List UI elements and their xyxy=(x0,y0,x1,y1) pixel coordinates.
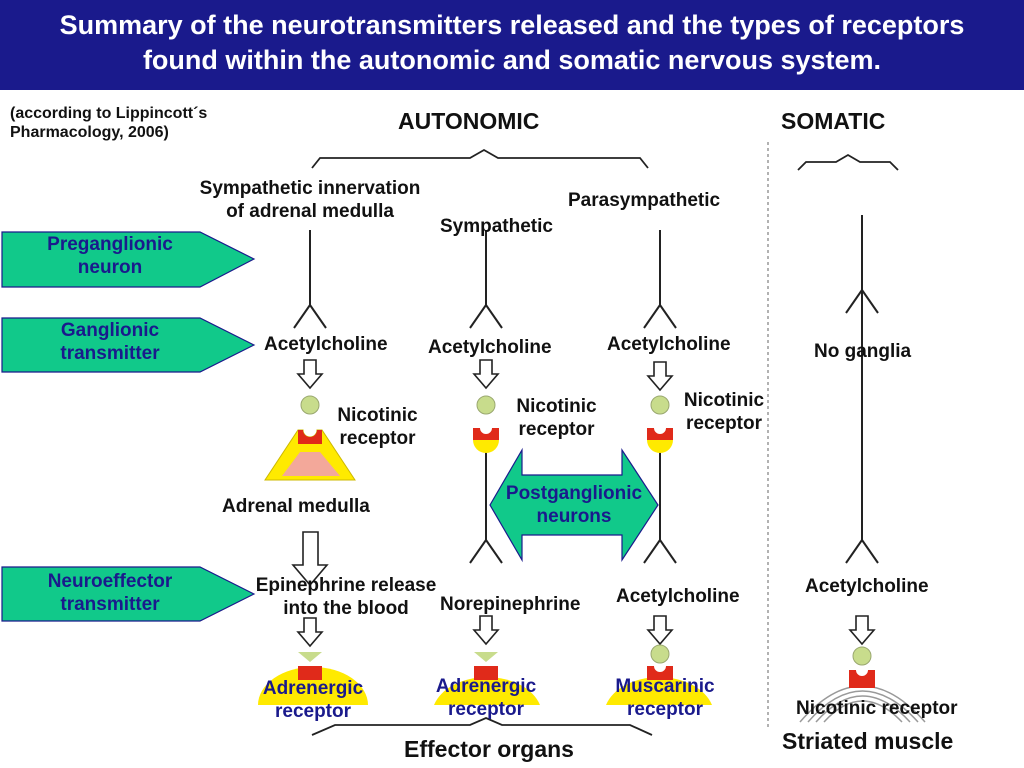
postganglionic-label: Postganglionic neurons xyxy=(494,483,654,529)
sympathetic-column-title: Sympathetic xyxy=(440,216,553,237)
preganglionic-line-1: Preganglionic xyxy=(47,234,173,255)
adrenal-title-line-1: Sympathetic innervation xyxy=(199,178,421,199)
adrenal-nicotinic-line-2: receptor xyxy=(339,427,416,449)
sympathetic-nicotinic-receptor-shape xyxy=(473,428,499,453)
source-line-2: Pharmacology, 2006) xyxy=(10,124,169,142)
parasympathetic-preganglionic-neuron xyxy=(643,229,677,329)
autonomic-brace xyxy=(311,148,649,169)
muscarinic-effector-parasympathetic xyxy=(606,666,712,705)
parasympathetic-ganglionic-transmitter: Acetylcholine xyxy=(607,334,731,355)
sympathetic-ganglionic-arrow xyxy=(473,359,499,389)
adrenal-adrenergic-line-2: receptor xyxy=(274,700,352,722)
muscarinic-line-2: receptor xyxy=(626,698,704,720)
sympathetic-effector-arrow xyxy=(473,615,499,645)
postganglionic-double-arrow xyxy=(489,447,659,563)
epinephrine-line-1: Epinephrine release xyxy=(255,575,437,596)
epinephrine-line-2: into the blood xyxy=(283,597,409,619)
ganglionic-line-1: Ganglionic xyxy=(60,320,160,341)
adrenal-title-line-2: of adrenal medulla xyxy=(226,200,394,222)
adrenal-ganglionic-transmitter: Acetylcholine xyxy=(264,334,388,355)
preganglionic-line-2: neuron xyxy=(77,256,143,278)
title-line-2: found within the autonomic and somatic n… xyxy=(142,45,882,76)
neuroeffector-line-2: transmitter xyxy=(60,593,160,615)
adrenal-adrenergic-line-1: Adrenergic xyxy=(262,678,364,699)
adrenal-medulla-label: Adrenal medulla xyxy=(222,496,370,517)
adrenal-nicotinic-line-1: Nicotinic xyxy=(337,405,418,426)
source-note: (according to Lippincott´s Pharmacology,… xyxy=(10,104,207,142)
somatic-brace xyxy=(797,153,899,171)
adrenergic-effector-sympathetic xyxy=(434,666,540,705)
parasympathetic-effector-arrow xyxy=(647,615,673,645)
postganglionic-line-2: neurons xyxy=(536,505,612,527)
sympathetic-preganglionic-neuron xyxy=(469,229,503,329)
preganglionic-label-box xyxy=(1,231,256,288)
ganglionic-label: Ganglionic transmitter xyxy=(10,320,210,366)
sympathetic-adrenergic-line-2: receptor xyxy=(447,698,525,720)
sympathetic-nicotinic-receptor-label: Nicotinic receptor xyxy=(504,396,609,442)
ganglionic-line-2: transmitter xyxy=(60,342,160,364)
parasympathetic-effector-transmitter: Acetylcholine xyxy=(616,586,740,607)
title-banner: Summary of the neurotransmitters release… xyxy=(0,0,1024,90)
ganglionic-label-box xyxy=(1,317,256,373)
preganglionic-label: Preganglionic neuron xyxy=(10,234,210,280)
parasympathetic-nicotinic-line-2: receptor xyxy=(685,412,763,434)
sympathetic-nicotinic-line-1: Nicotinic xyxy=(516,396,597,417)
parasympathetic-nicotinic-receptor-shape xyxy=(647,428,673,453)
muscarinic-receptor-label: Muscarinic receptor xyxy=(604,676,726,722)
neuroeffector-label: Neuroeffector transmitter xyxy=(10,571,210,617)
autonomic-heading: AUTONOMIC xyxy=(398,108,540,134)
adrenal-effector-arrow xyxy=(297,617,323,647)
adrenal-column-title: Sympathetic innervation of adrenal medul… xyxy=(180,178,440,224)
sympathetic-nicotinic-line-2: receptor xyxy=(518,418,595,440)
neuroeffector-line-1: Neuroeffector xyxy=(47,571,173,592)
postganglionic-line-1: Postganglionic xyxy=(505,483,643,504)
source-line-1: (according to Lippincott´s xyxy=(10,105,208,122)
norepinephrine-label: Norepinephrine xyxy=(440,594,581,615)
parasympathetic-nicotinic-line-1: Nicotinic xyxy=(683,390,765,411)
adrenal-big-arrow xyxy=(291,531,329,587)
adrenal-ganglionic-arrow xyxy=(297,359,323,389)
parasympathetic-column-title: Parasympathetic xyxy=(568,190,721,211)
effector-organs-label: Effector organs xyxy=(404,736,574,762)
sympathetic-adrenergic-line-1: Adrenergic xyxy=(435,676,537,697)
parasympathetic-nicotinic-receptor-label: Nicotinic receptor xyxy=(674,390,774,436)
somatic-effector-arrow xyxy=(849,615,875,645)
somatic-effector-transmitter: Acetylcholine xyxy=(805,576,929,597)
adrenal-nicotinic-receptor-label: Nicotinic receptor xyxy=(325,405,430,451)
adrenal-adrenergic-receptor-label: Adrenergic receptor xyxy=(258,678,368,724)
striated-muscle-label: Striated muscle xyxy=(782,728,954,754)
somatic-no-ganglia: No ganglia xyxy=(814,341,912,362)
parasympathetic-ganglionic-arrow xyxy=(647,361,673,391)
title-line-1: Summary of the neurotransmitters release… xyxy=(59,10,965,40)
epinephrine-release-label: Epinephrine release into the blood xyxy=(240,575,452,621)
adrenergic-effector-adrenal xyxy=(258,666,368,705)
somatic-nicotinic-receptor-label: Nicotinic receptor xyxy=(796,698,958,719)
sympathetic-ganglionic-transmitter: Acetylcholine xyxy=(428,337,552,358)
sympathetic-adrenergic-receptor-label: Adrenergic receptor xyxy=(430,676,542,722)
neuroeffector-label-box xyxy=(1,566,256,622)
somatic-heading: SOMATIC xyxy=(781,108,886,134)
adrenal-medulla-shape xyxy=(264,429,356,481)
adrenal-preganglionic-neuron xyxy=(293,229,327,329)
effector-brace xyxy=(311,717,653,736)
muscarinic-line-1: Muscarinic xyxy=(615,676,715,697)
